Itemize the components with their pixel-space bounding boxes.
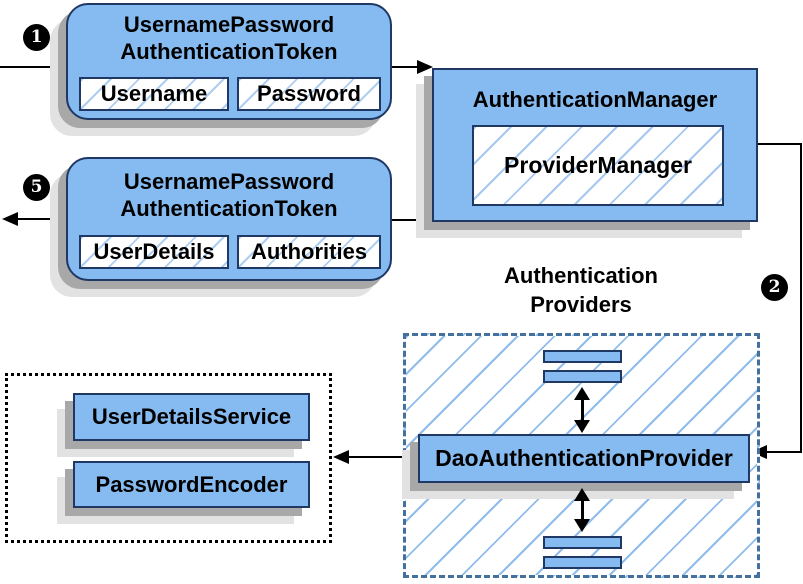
authentication-manager-box: AuthenticationManager ProviderManager [432,68,758,222]
step-2-badge: 2 [761,274,788,301]
username-password-token-response-box: UsernamePassword AuthenticationToken Use… [66,157,392,281]
double-arrow-top-providers [574,387,590,433]
username-field-label: Username [100,81,208,106]
dao-authentication-provider-box: DaoAuthenticationProvider [418,434,750,483]
token-response-title-line2: AuthenticationToken [120,196,338,221]
arrowhead-token-response-out [2,212,18,226]
other-provider-bar-top-1 [543,350,622,363]
user-details-service-label: UserDetailsService [91,404,292,429]
step-5-badge: 5 [23,174,50,201]
token-response-title-line1: UsernamePassword [123,169,335,194]
password-encoder-box: PasswordEncoder [73,461,310,508]
password-field-box: Password [237,77,381,111]
connector-incoming-request-line [0,66,66,68]
arrowhead-down-icon [574,420,590,433]
connector-dao-to-services-line [348,456,418,458]
other-provider-bar-bottom-2 [543,556,622,569]
username-password-token-request-box: UsernamePassword AuthenticationToken Use… [66,3,392,120]
arrowhead-token-to-manager [417,60,433,74]
authentication-providers-label-line2: Providers [530,292,632,317]
token-response-title: UsernamePassword AuthenticationToken [68,168,390,222]
step-1-badge: 1 [23,24,50,51]
step-5-number: 5 [30,177,43,197]
provider-manager-label: ProviderManager [504,152,692,178]
connector-token-response-out-line [17,218,66,220]
arrowhead-dao-to-services [333,450,349,464]
userdetails-field-box: UserDetails [79,235,229,269]
other-provider-bar-top-2 [543,370,622,383]
userdetails-field-label: UserDetails [93,239,215,264]
double-arrow-bottom-providers [574,488,590,532]
step-1-number: 1 [30,27,43,47]
provider-manager-box: ProviderManager [472,125,724,206]
other-provider-bar-bottom-1 [543,536,622,549]
authentication-manager-title: AuthenticationManager [472,87,718,112]
connector-manager-to-provider-bottom-line [766,451,802,453]
connector-token-to-manager-line [392,66,418,68]
connector-manager-to-provider-top-line [758,143,802,145]
username-field-box: Username [79,77,229,111]
arrowhead-down-icon [574,519,590,532]
token-request-title: UsernamePassword AuthenticationToken [68,11,390,65]
authorities-field-label: Authorities [250,239,368,264]
token-request-title-line1: UsernamePassword [123,12,335,37]
password-field-label: Password [257,81,361,106]
arrow-stem [580,400,584,420]
user-details-service-box: UserDetailsService [73,393,310,441]
arrow-stem [580,501,584,519]
password-encoder-label: PasswordEncoder [95,471,288,497]
arrowhead-up-icon [574,488,590,501]
authentication-providers-label-line1: Authentication [504,263,658,288]
step-2-number: 2 [768,277,781,297]
connector-manager-to-token-line [392,219,433,221]
authentication-providers-label: Authentication Providers [446,261,716,319]
authorities-field-box: Authorities [237,235,381,269]
arrowhead-up-icon [574,387,590,400]
token-request-title-line2: AuthenticationToken [120,39,338,64]
connector-manager-to-provider-vertical-line [800,143,802,453]
dao-authentication-provider-label: DaoAuthenticationProvider [435,445,733,471]
